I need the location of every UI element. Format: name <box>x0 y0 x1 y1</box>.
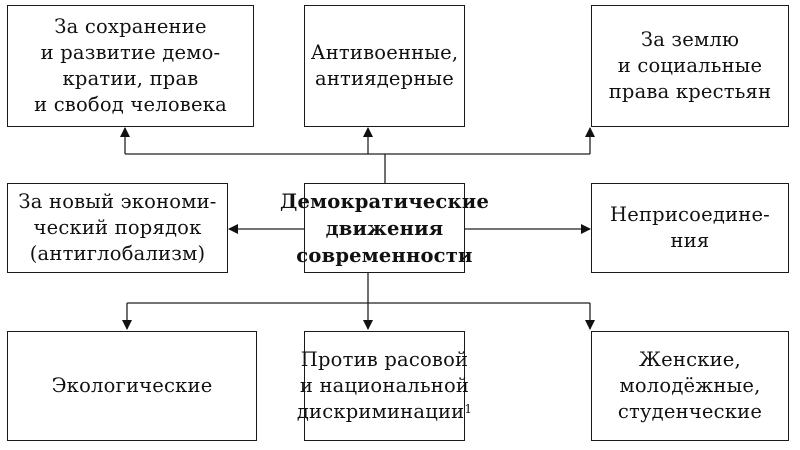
box-text-line: Женские, <box>639 348 741 371</box>
box-text-line: студенческие <box>617 400 763 423</box>
box-antiglobalism: За новый экономи- ческий порядок (антигл… <box>7 183 228 273</box>
box-text-line: и развитие демо- <box>40 41 221 64</box>
box-text-line: и социальные <box>617 54 763 77</box>
box-text-line: За новый экономи- <box>18 190 217 213</box>
box-text-line: (антиглобализм) <box>29 242 206 265</box>
center-text-line: Демократические <box>279 189 490 213</box>
box-text-span: дискриминации <box>296 400 465 423</box>
box-democracy: За сохранение и развитие демо- кратии, п… <box>7 5 254 127</box>
center-text-line: современности <box>296 243 473 267</box>
box-text-line: права крестьян <box>608 80 772 103</box>
box-center-democratic-movements: Демократические движения современности <box>280 183 489 273</box>
box-antiwar: Антивоенные, антиядерные <box>304 5 465 127</box>
box-nonaligned: Неприсоедине- ния <box>591 183 789 273</box>
box-women-youth: Женские, молодёжные, студенческие <box>591 331 789 441</box>
box-text-line: и национальной <box>299 374 470 397</box>
box-text-line: За сохранение <box>54 15 207 38</box>
center-text-line: движения <box>325 216 444 240</box>
box-text-line: и свобод человека <box>34 93 227 116</box>
box-text-line: ния <box>670 229 710 252</box>
box-antidiscrimination: Против расовой и национальной дискримина… <box>297 331 472 441</box>
box-ecological: Экологические <box>7 331 257 441</box>
box-text-line: Неприсоедине- <box>610 203 770 226</box>
box-text-line: антиядерные <box>315 67 454 90</box>
box-text-line: За землю <box>640 28 740 51</box>
box-text-line: молодёжные, <box>619 374 761 397</box>
footnote-marker: 1 <box>464 402 473 416</box>
box-text-line: Экологические <box>51 374 213 397</box>
box-text-line: ческий порядок <box>33 216 202 239</box>
box-text-line: дискриминации1 <box>297 399 472 425</box>
box-text-line: Против расовой <box>300 348 469 371</box>
box-text-line: кратии, прав <box>62 67 199 90</box>
box-text-line: Антивоенные, <box>310 41 459 64</box>
box-peasants: За землю и социальные права крестьян <box>591 5 789 127</box>
